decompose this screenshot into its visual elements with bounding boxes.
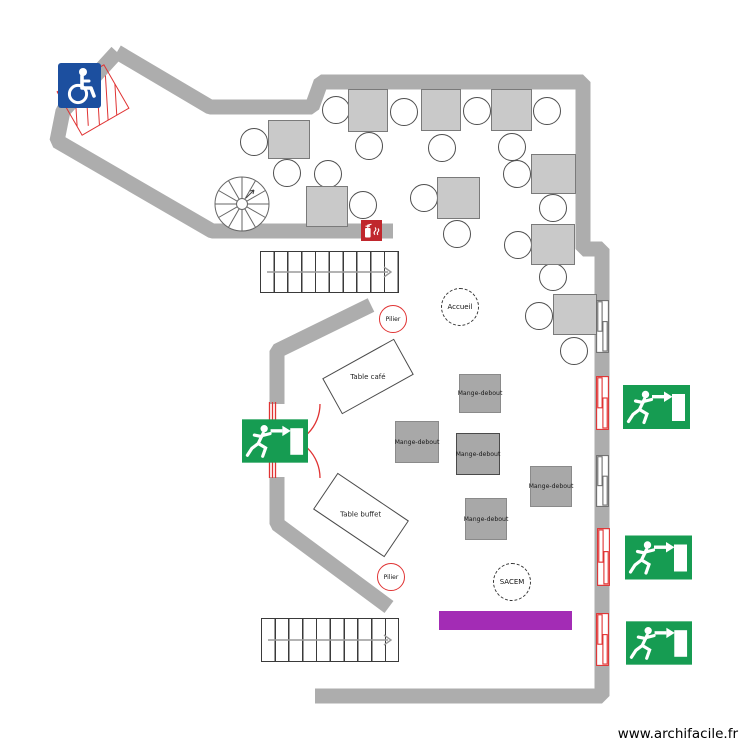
buffet-table-label: Table buffet [340,511,382,519]
stairs[interactable] [261,618,399,662]
chair[interactable] [560,337,588,365]
sliding-window[interactable] [596,300,609,353]
dining-table[interactable] [491,89,532,131]
chair[interactable] [525,302,553,330]
dining-table[interactable] [421,89,461,131]
standing-table-label: Mange-debout [455,450,501,458]
sliding-door[interactable] [596,613,609,666]
spiral-staircase-icon[interactable] [214,176,270,232]
emergency-exit-sign[interactable] [623,385,690,429]
pillar[interactable]: Pilier [379,305,407,333]
dining-table[interactable] [348,89,388,132]
dining-table[interactable] [437,177,480,219]
pillar[interactable]: Pilier [377,563,405,591]
chair[interactable] [273,159,301,187]
standing-table[interactable]: Mange-debout [528,466,574,507]
sliding-door[interactable] [596,376,609,430]
dining-table[interactable] [553,294,597,335]
standing-table-label: Mange-debout [528,483,574,490]
chair[interactable] [539,194,567,222]
accessible-sign[interactable] [58,63,101,108]
chair[interactable] [314,160,342,188]
sacem-zone[interactable]: SACEM [493,563,531,601]
accueil-label: Accueil [447,303,473,311]
sliding-door[interactable] [597,528,610,586]
chair[interactable] [463,97,491,125]
chair[interactable] [322,96,350,124]
dining-table[interactable] [268,120,310,159]
pillar-label: Pilier [385,315,401,323]
stairs-direction-arrow [267,266,393,278]
chair[interactable] [533,97,561,125]
dining-table[interactable] [306,186,348,227]
standing-table[interactable]: Mange-debout [456,433,500,475]
chair[interactable] [410,184,438,212]
chair[interactable] [503,160,531,188]
dining-table[interactable] [531,224,575,265]
dining-table[interactable] [531,154,576,194]
standing-table-label: Mange-debout [463,515,509,523]
chair[interactable] [349,191,377,219]
sacem-label: SACEM [499,578,525,586]
fire-extinguisher-sign[interactable] [361,220,382,241]
standing-table-label: Mange-debout [457,390,503,397]
emergency-exit-sign[interactable] [626,621,692,665]
emergency-exit-sign[interactable] [242,419,308,463]
pillar-label: Pilier [383,573,399,581]
stairs[interactable] [260,251,399,293]
watermark: www.archifacile.fr [617,726,738,742]
chair[interactable] [443,220,471,248]
emergency-exit-sign[interactable] [625,535,692,580]
chair[interactable] [240,128,268,156]
standing-table[interactable]: Mange-debout [463,498,509,540]
stage-bar[interactable] [439,611,572,630]
chair[interactable] [428,134,456,162]
chair[interactable] [390,98,418,126]
standing-table[interactable]: Mange-debout [395,421,439,463]
coffee-table-label: Table café [350,372,386,381]
accueil-zone[interactable]: Accueil [441,288,479,326]
sliding-window[interactable] [596,455,609,507]
standing-table[interactable]: Mange-debout [457,374,503,413]
chair[interactable] [504,231,532,259]
chair[interactable] [498,133,526,161]
stairs-direction-arrow [268,634,393,646]
chair[interactable] [539,263,567,291]
standing-table-label: Mange-debout [394,438,440,446]
chair[interactable] [355,132,383,160]
